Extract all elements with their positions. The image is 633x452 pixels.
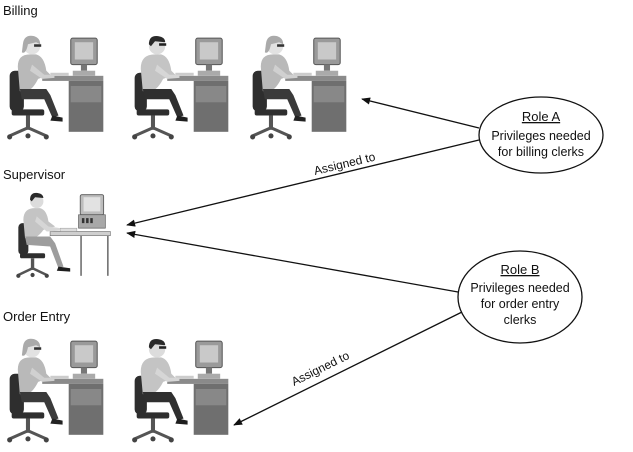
- male-clerk-at-computer-icon: [130, 337, 230, 445]
- role-a-title: Role A: [522, 109, 561, 124]
- supervisor-at-computer-icon: [14, 191, 112, 280]
- group-label-supervisor: Supervisor: [3, 167, 66, 182]
- arrow-role-a-to-supervisor: [126, 139, 480, 227]
- role-a-line: Privileges needed: [491, 129, 590, 143]
- arrow-role-a-to-billing: [361, 97, 480, 129]
- arrow-role-b-to-supervisor: [126, 230, 459, 293]
- role-b-line: Privileges needed: [470, 281, 569, 295]
- group-label-order-entry: Order Entry: [3, 309, 71, 324]
- role-a-line: for billing clerks: [498, 145, 584, 159]
- role-b-ellipse: [457, 250, 583, 344]
- group-label-billing: Billing: [3, 3, 38, 18]
- role-b-line: for order entry: [481, 297, 560, 311]
- female-clerk-at-computer-icon: [5, 337, 105, 445]
- edge-label-assigned-to-a: Assigned to: [312, 149, 377, 177]
- female-clerk-at-computer-icon: [5, 34, 105, 142]
- role-a-ellipse: [478, 96, 604, 174]
- role-b-title: Role B: [500, 262, 539, 277]
- role-b-line: clerks: [504, 313, 537, 327]
- female-clerk-at-computer-icon: [248, 34, 348, 142]
- male-clerk-at-computer-icon: [130, 34, 230, 142]
- arrow-role-b-to-order-entry: [233, 311, 463, 426]
